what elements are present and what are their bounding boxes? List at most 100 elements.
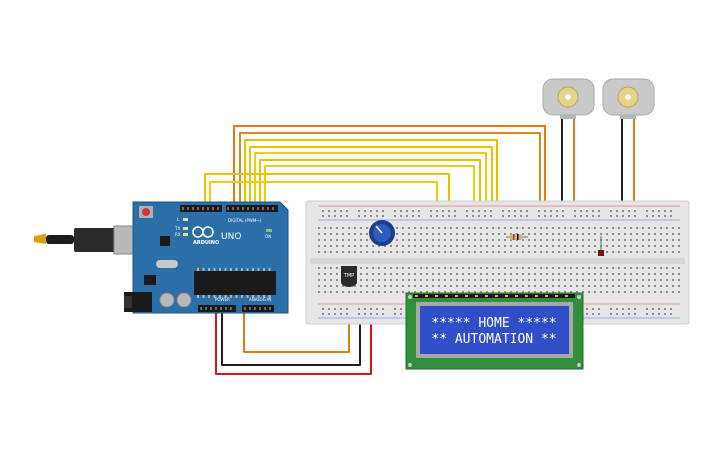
breadboard-rail-hole (370, 210, 372, 212)
breadboard-hole (402, 267, 404, 269)
breadboard-hole (432, 267, 434, 269)
chip-pin (202, 268, 205, 271)
led-indicator[interactable] (598, 250, 604, 256)
lcd-pin (515, 295, 518, 297)
breadboard-hole (588, 239, 590, 241)
breadboard-hole (336, 291, 338, 293)
breadboard-hole (528, 267, 530, 269)
breadboard (305, 200, 690, 325)
wire-orange-motor-1[interactable] (233, 125, 546, 230)
wire-orange-motor-2[interactable] (239, 132, 541, 232)
breadboard-rail-hole (598, 210, 600, 212)
header-pin (205, 307, 207, 310)
breadboard-rail-hole (358, 308, 360, 310)
breadboard-hole (456, 245, 458, 247)
breadboard-rail-hole (400, 215, 402, 217)
chip-pin (213, 295, 216, 298)
breadboard-rail-hole (586, 313, 588, 315)
breadboard-hole (504, 239, 506, 241)
breadboard-rail-hole (478, 210, 480, 212)
breadboard-hole (600, 267, 602, 269)
breadboard-rail-hole (556, 210, 558, 212)
breadboard-hole (654, 291, 656, 293)
breadboard-hole (480, 233, 482, 235)
breadboard-rail-hole (334, 313, 336, 315)
lcd-module[interactable]: ***** HOME ***** ** AUTOMATION ** (405, 292, 584, 370)
breadboard-hole (672, 227, 674, 229)
breadboard-hole (642, 233, 644, 235)
breadboard-hole (336, 285, 338, 287)
breadboard-hole (630, 279, 632, 281)
lcd-pin (495, 295, 498, 297)
resistor-1[interactable] (506, 234, 528, 240)
breadboard-hole (636, 227, 638, 229)
breadboard-rail-hole (418, 210, 420, 212)
breadboard-hole (606, 233, 608, 235)
breadboard-hole (552, 267, 554, 269)
breadboard-hole (654, 251, 656, 253)
breadboard-hole (618, 239, 620, 241)
chip-pin (224, 268, 227, 271)
breadboard-hole (636, 239, 638, 241)
breadboard-hole (324, 279, 326, 281)
wire-black-gnd[interactable] (221, 300, 361, 366)
reset-button-cap[interactable] (142, 208, 150, 216)
breadboard-hole (540, 273, 542, 275)
breadboard-hole (474, 267, 476, 269)
breadboard-hole (648, 291, 650, 293)
dc-motor-2[interactable] (602, 78, 655, 119)
breadboard-hole (606, 227, 608, 229)
breadboard-hole (546, 285, 548, 287)
breadboard-hole (360, 227, 362, 229)
breadboard-rail-hole (400, 313, 402, 315)
breadboard-rail-hole (364, 210, 366, 212)
breadboard-hole (624, 273, 626, 275)
dc-motor-1[interactable] (542, 78, 595, 119)
breadboard-hole (582, 267, 584, 269)
chip-pin (219, 295, 221, 298)
breadboard-rail-hole (616, 215, 618, 217)
breadboard-hole (660, 245, 662, 247)
breadboard-hole (528, 233, 530, 235)
breadboard-hole (420, 245, 422, 247)
breadboard-hole (678, 291, 680, 293)
breadboard-rail-hole (334, 308, 336, 310)
chip-pin (268, 295, 271, 298)
breadboard-hole (516, 285, 518, 287)
breadboard-hole (408, 227, 410, 229)
breadboard-hole (654, 285, 656, 287)
arduino-uno[interactable]: DIGITAL (PWM~) ARDUINO UNO L TX RX ON (34, 201, 289, 314)
chip-pin (263, 295, 265, 298)
breadboard-hole (378, 273, 380, 275)
chip-pin (252, 268, 254, 271)
breadboard-hole (402, 285, 404, 287)
breadboard-hole (348, 239, 350, 241)
breadboard-hole (678, 279, 680, 281)
breadboard-rail-hole (586, 215, 588, 217)
breadboard-hole (504, 251, 506, 253)
breadboard-hole (498, 251, 500, 253)
breadboard-rail-hole (580, 215, 582, 217)
breadboard-hole (444, 245, 446, 247)
wire-red-5v[interactable] (215, 313, 372, 375)
breadboard-hole (570, 267, 572, 269)
potentiometer[interactable] (369, 220, 395, 246)
breadboard-hole (660, 273, 662, 275)
temperature-sensor[interactable]: TMP (341, 266, 357, 287)
breadboard-hole (582, 233, 584, 235)
breadboard-hole (402, 227, 404, 229)
breadboard-hole (486, 291, 488, 293)
breadboard-hole (324, 267, 326, 269)
breadboard-hole (618, 245, 620, 247)
breadboard-hole (324, 227, 326, 229)
breadboard-hole (594, 233, 596, 235)
breadboard-rail-hole (586, 308, 588, 310)
breadboard-hole (582, 285, 584, 287)
breadboard-hole (654, 273, 656, 275)
breadboard-hole (474, 227, 476, 229)
breadboard-hole (396, 239, 398, 241)
breadboard-rail-hole (562, 210, 564, 212)
breadboard-hole (504, 227, 506, 229)
breadboard-rail-hole (592, 215, 594, 217)
smd-chip (144, 275, 156, 285)
